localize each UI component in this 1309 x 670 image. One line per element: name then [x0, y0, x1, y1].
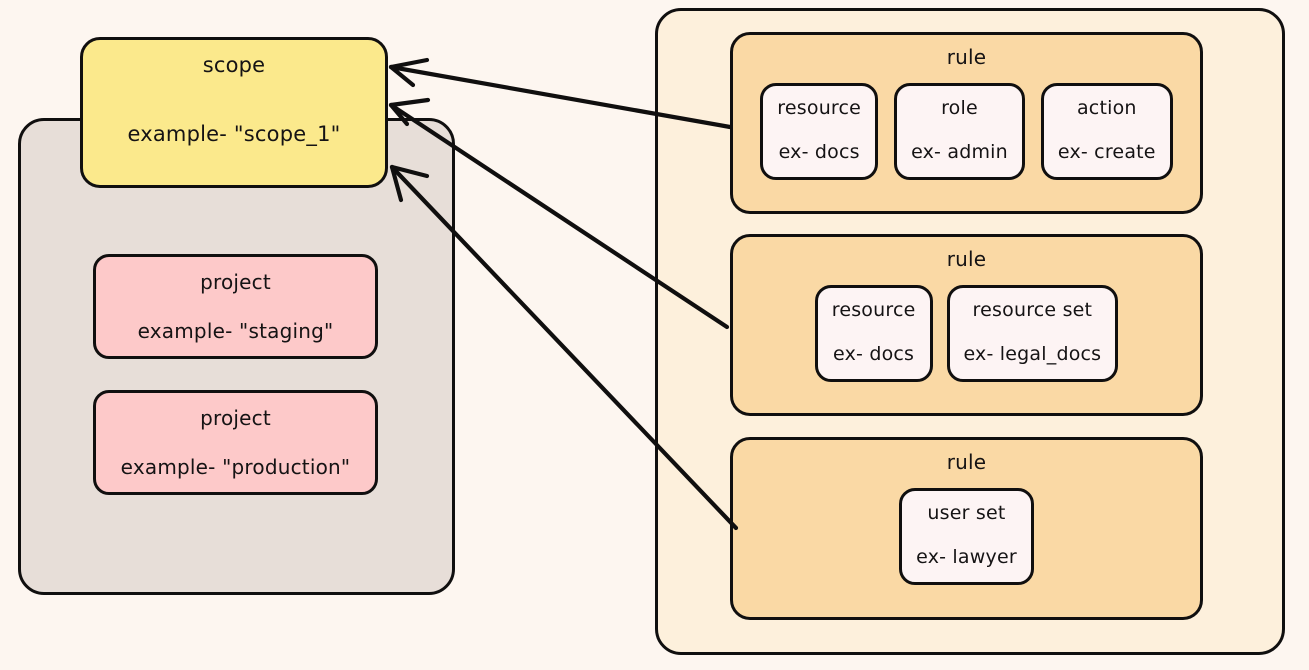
- chip-example: ex- lawyer: [916, 546, 1017, 568]
- rule-title: rule: [946, 45, 987, 69]
- project-title: project: [200, 270, 271, 294]
- chip-title: resource: [777, 97, 862, 119]
- rule-2-chip-list: resource ex- docs resource set ex- legal…: [733, 285, 1200, 382]
- rule-title: rule: [946, 450, 987, 474]
- chip-title: action: [1076, 97, 1137, 119]
- chip-title: role: [941, 97, 978, 119]
- scope-example: example- "scope_1": [127, 122, 341, 146]
- chip-example: ex- create: [1057, 141, 1156, 163]
- rule-1-chip-list: resource ex- docs role ex- admin action …: [733, 83, 1200, 180]
- project-node-production[interactable]: project example- "production": [93, 390, 378, 495]
- chip-title: user set: [927, 502, 1006, 524]
- chip-role[interactable]: role ex- admin: [894, 83, 1025, 180]
- chip-example: ex- admin: [911, 141, 1008, 163]
- rule-3-chip-list: user set ex- lawyer: [733, 488, 1200, 585]
- chip-resource-set[interactable]: resource set ex- legal_docs: [946, 285, 1119, 382]
- rule-title: rule: [946, 247, 987, 271]
- chip-example: ex- docs: [833, 343, 915, 365]
- chip-example: ex- docs: [778, 141, 860, 163]
- project-example: example- "staging": [137, 319, 334, 343]
- rule-node-1[interactable]: rule resource ex- docs role ex- admin ac…: [730, 32, 1203, 214]
- project-node-staging[interactable]: project example- "staging": [93, 254, 378, 359]
- chip-resource[interactable]: resource ex- docs: [814, 285, 933, 382]
- project-title: project: [200, 406, 271, 430]
- chip-user-set[interactable]: user set ex- lawyer: [899, 488, 1034, 585]
- chip-title: resource: [831, 299, 916, 321]
- chip-title: resource set: [972, 299, 1093, 321]
- chip-resource[interactable]: resource ex- docs: [760, 83, 879, 180]
- rule-node-2[interactable]: rule resource ex- docs resource set ex- …: [730, 234, 1203, 416]
- scope-node[interactable]: scope example- "scope_1": [80, 37, 388, 188]
- chip-action[interactable]: action ex- create: [1040, 83, 1173, 180]
- chip-example: ex- legal_docs: [963, 343, 1102, 365]
- scope-title: scope: [202, 53, 266, 77]
- rule-node-3[interactable]: rule user set ex- lawyer: [730, 437, 1203, 620]
- project-example: example- "production": [120, 455, 351, 479]
